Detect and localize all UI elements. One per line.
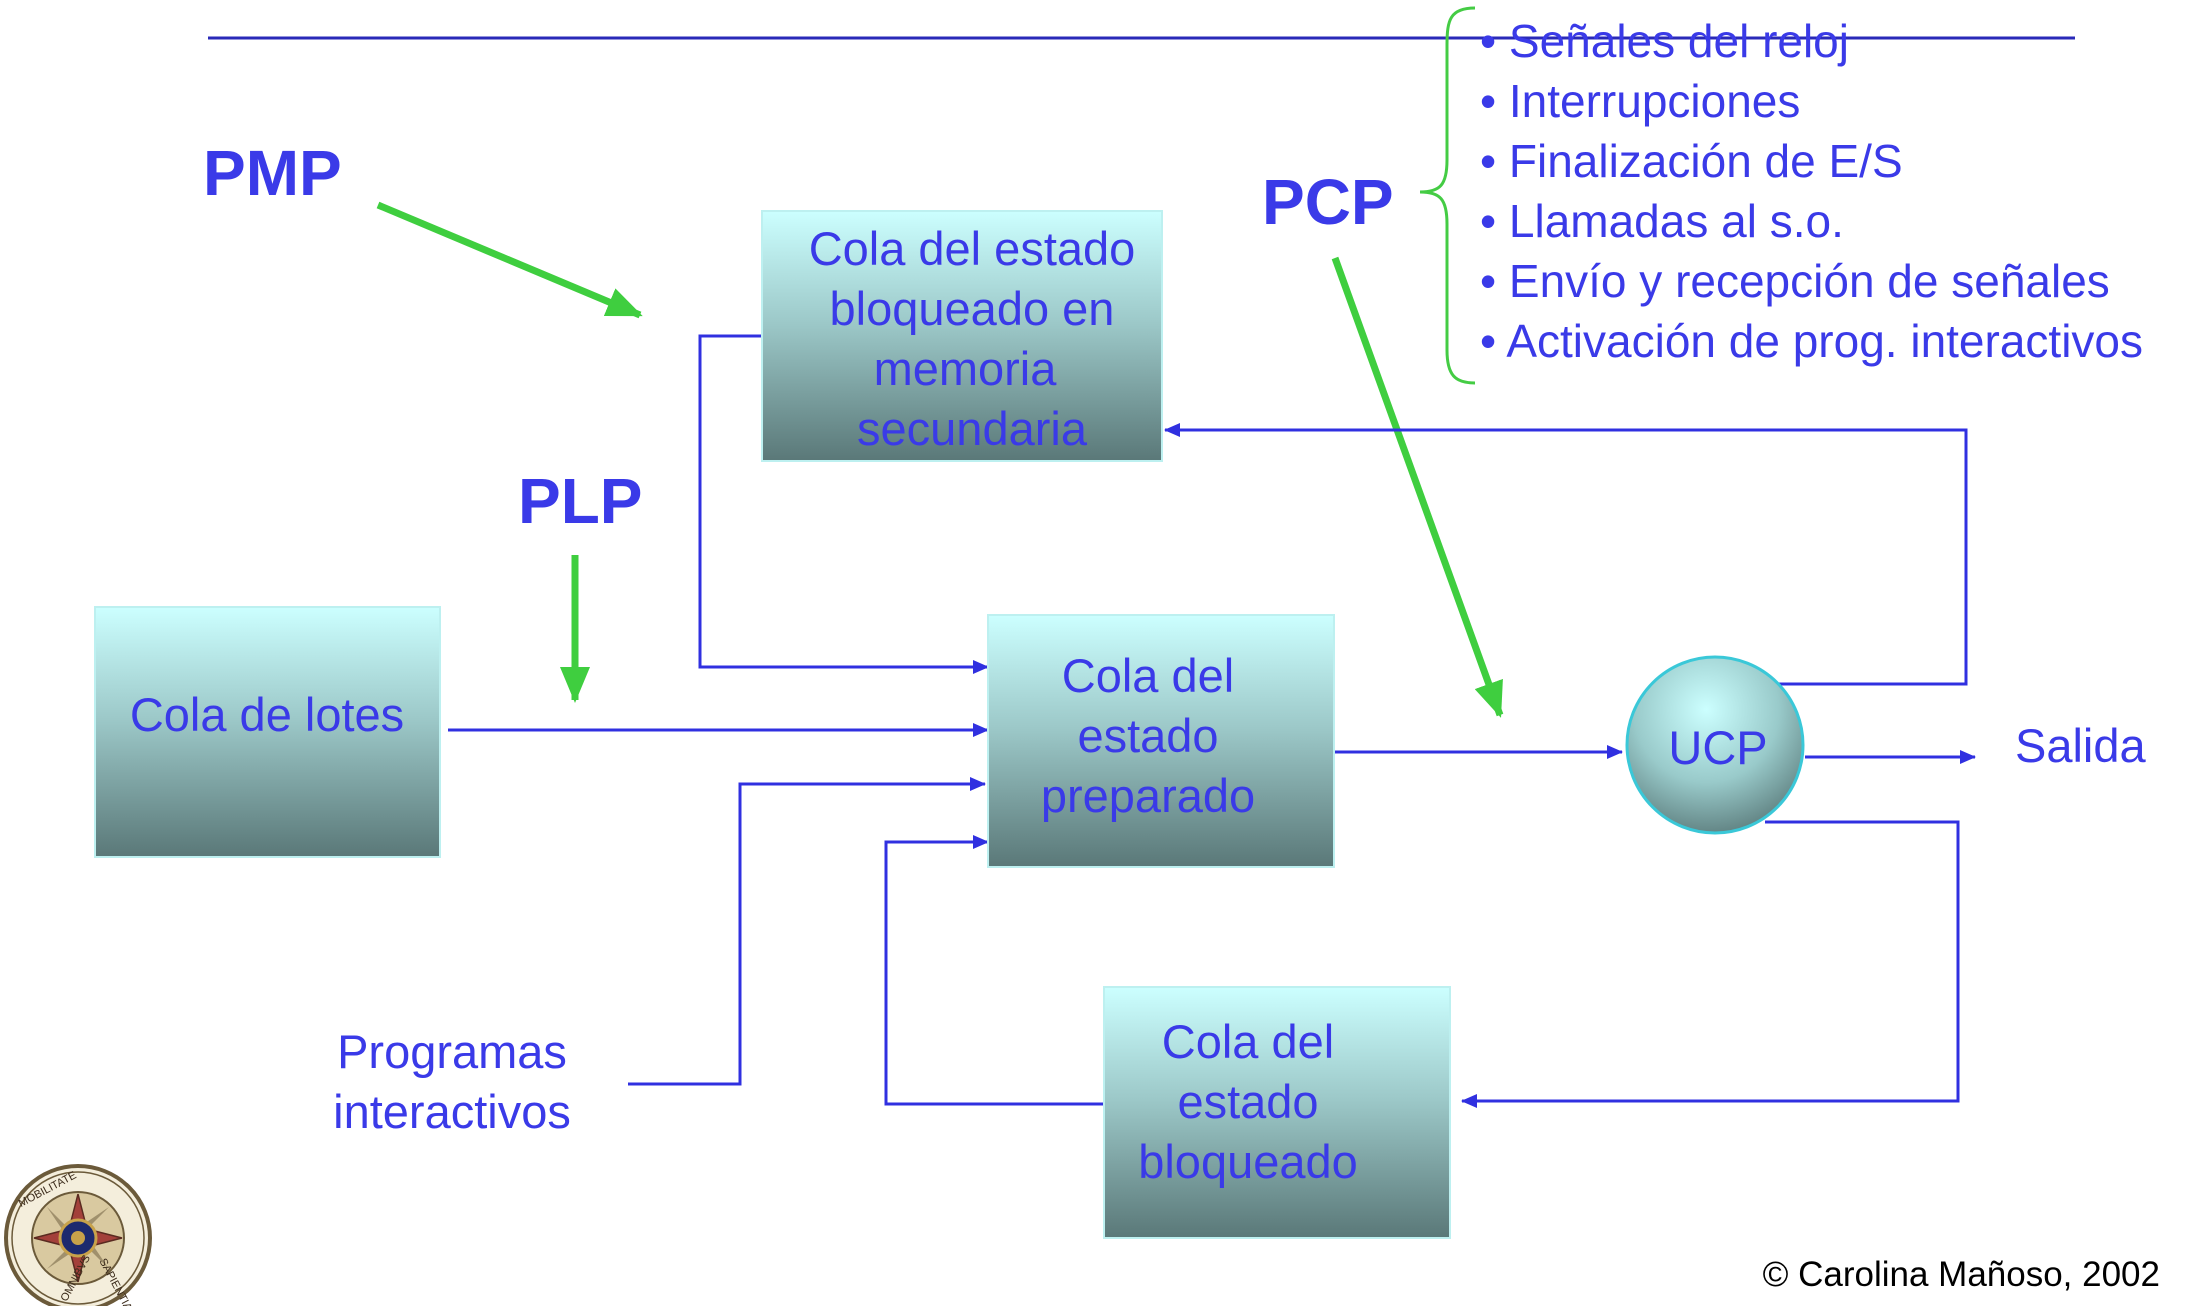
box-text-line: Cola del <box>1062 649 1234 702</box>
event-list-brace <box>1419 6 1476 385</box>
event-item: • Envío y recepción de señales <box>1480 255 2110 307</box>
lotes-box <box>94 606 441 858</box>
bloqueado-queue: Cola del estado bloqueado <box>1103 986 1451 1239</box>
lotes-queue: Cola de lotes <box>94 606 441 858</box>
preparado-queue: Cola del estado preparado <box>987 614 1335 868</box>
box-text-line: estado <box>1177 1075 1318 1128</box>
pcp-label: PCP <box>1262 166 1394 238</box>
swap-in-connector <box>698 334 989 674</box>
interactivos-to-preparado-connector <box>628 777 986 1086</box>
memoria-secundaria-box <box>761 210 1163 462</box>
ucp-circle <box>1625 655 1805 835</box>
box-text-line: Cola del <box>1162 1015 1334 1068</box>
interactivos-label: interactivos <box>333 1085 571 1138</box>
event-item: • Interrupciones <box>1480 75 1800 127</box>
pcp-arrow <box>1331 256 1504 718</box>
event-list: • Señales del reloj • Interrupciones • F… <box>1480 15 2143 367</box>
credit-text: © Carolina Mañoso, 2002 <box>1763 1255 2160 1294</box>
box-text-line: Cola del estado <box>809 222 1136 275</box>
box-text-line: preparado <box>1041 769 1255 822</box>
event-item: • Finalización de E/S <box>1480 135 1903 187</box>
preparado-box <box>987 614 1335 868</box>
ucp-to-bloqueado-connector <box>1461 820 1960 1108</box>
bloqueado-box <box>1103 986 1451 1239</box>
university-seal-logo: MOBILITATE SAPIENTIA OMNIBVS <box>4 1164 152 1306</box>
ucp-node: UCP <box>1625 655 1805 835</box>
box-text-line: secundaria <box>857 402 1088 455</box>
box-text-line: Cola de lotes <box>130 688 404 741</box>
box-text-line: bloqueado en <box>830 282 1115 335</box>
event-item: • Activación de prog. interactivos <box>1480 315 2143 367</box>
ucp-to-memoria-connector <box>1164 423 1968 686</box>
pmp-label: PMP <box>203 137 342 209</box>
bloqueado-to-preparado-connector <box>884 835 1104 1106</box>
memoria-secundaria-queue: Cola del estado bloqueado en memoria sec… <box>761 210 1163 462</box>
box-text-line: estado <box>1077 709 1218 762</box>
salida-label: Salida <box>2015 719 2147 772</box>
event-item: • Señales del reloj <box>1480 15 1849 67</box>
box-text-line: memoria <box>874 342 1058 395</box>
plp-label: PLP <box>518 465 642 537</box>
programas-label: Programas <box>337 1025 567 1078</box>
ucp-label: UCP <box>1668 721 1767 774</box>
pmp-arrow <box>376 201 643 319</box>
event-item: • Llamadas al s.o. <box>1480 195 1844 247</box>
box-text-line: bloqueado <box>1138 1135 1358 1188</box>
